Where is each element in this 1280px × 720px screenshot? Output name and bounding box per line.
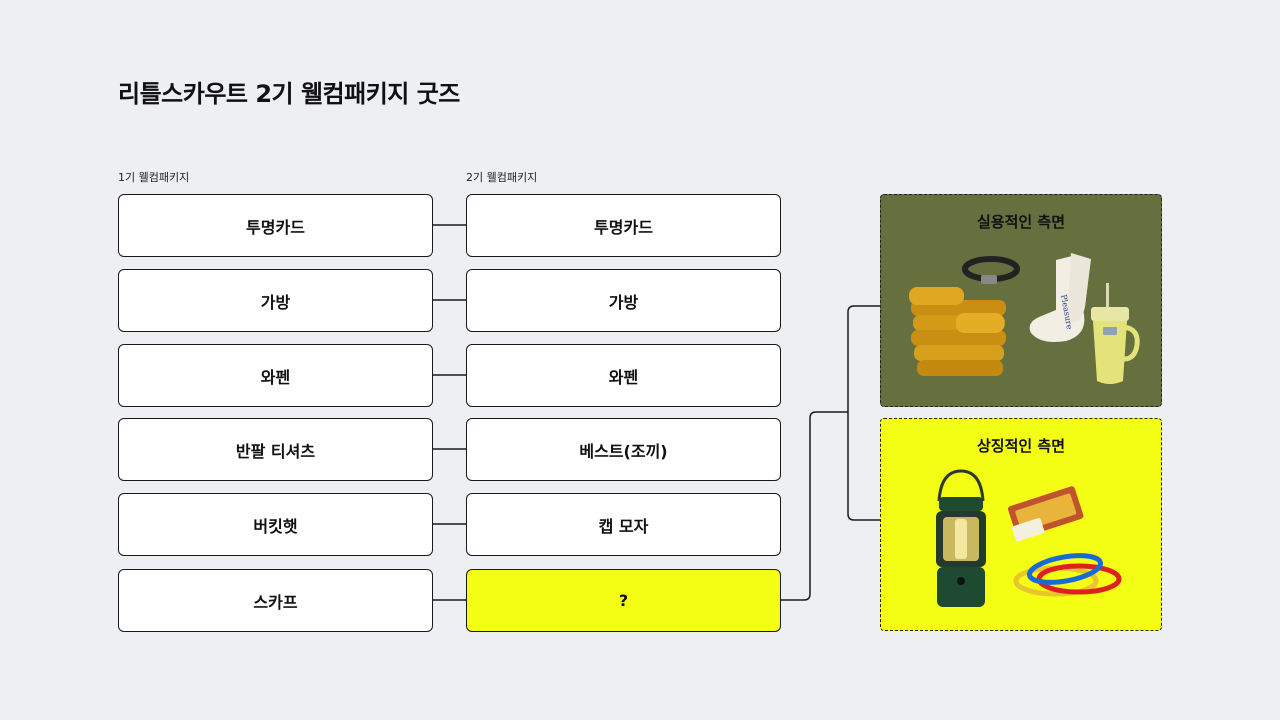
item-label: 캡 모자 <box>598 516 649 536</box>
first-item-tshirt: 반팔 티셔츠 <box>118 418 433 481</box>
column-label-second: 2기 웰컴패키지 <box>466 171 538 184</box>
item-label: 가방 <box>260 292 291 312</box>
first-item-card: 투명카드 <box>118 194 433 257</box>
item-label: 투명카드 <box>246 217 305 237</box>
second-item-unknown: ? <box>466 569 781 632</box>
item-label: 스카프 <box>253 592 298 612</box>
item-label: 와펜 <box>260 367 291 387</box>
socks-image: Pleasure <box>1029 253 1091 342</box>
second-item-cap: 캡 모자 <box>466 493 781 556</box>
first-item-patch: 와펜 <box>118 344 433 407</box>
towel-image <box>909 287 1006 376</box>
item-label: 버킷햇 <box>253 516 298 536</box>
column-label-first: 1기 웰컴패키지 <box>118 171 190 184</box>
first-item-bag: 가방 <box>118 269 433 332</box>
item-label: ? <box>618 591 629 610</box>
item-label: 반팔 티셔츠 <box>235 441 316 461</box>
symbolic-panel-title: 상징적인 측면 <box>976 437 1066 455</box>
practical-panel: 실용적인 측면 Pleasure <box>880 194 1162 407</box>
first-item-buckethat: 버킷햇 <box>118 493 433 556</box>
tumbler-image <box>1091 283 1140 384</box>
item-label: 투명카드 <box>594 217 653 237</box>
page-title: 리틀스카우트 2기 웰컴패키지 굿즈 <box>118 80 460 108</box>
practical-panel-title: 실용적인 측면 <box>976 213 1066 231</box>
second-item-bag: 가방 <box>466 269 781 332</box>
item-label: 베스트(조끼) <box>579 441 668 461</box>
second-item-vest: 베스트(조끼) <box>466 418 781 481</box>
lantern-image <box>936 469 986 607</box>
first-item-scarf: 스카프 <box>118 569 433 632</box>
second-item-card: 투명카드 <box>466 194 781 257</box>
wristband-image <box>1013 553 1122 597</box>
item-label: 가방 <box>608 292 639 312</box>
paracord-bracelet-image <box>962 256 1020 284</box>
item-label: 와펜 <box>608 367 639 387</box>
symbolic-panel: 상징적인 측면 <box>880 418 1162 631</box>
second-item-patch: 와펜 <box>466 344 781 407</box>
matchbox-image <box>1007 486 1084 542</box>
